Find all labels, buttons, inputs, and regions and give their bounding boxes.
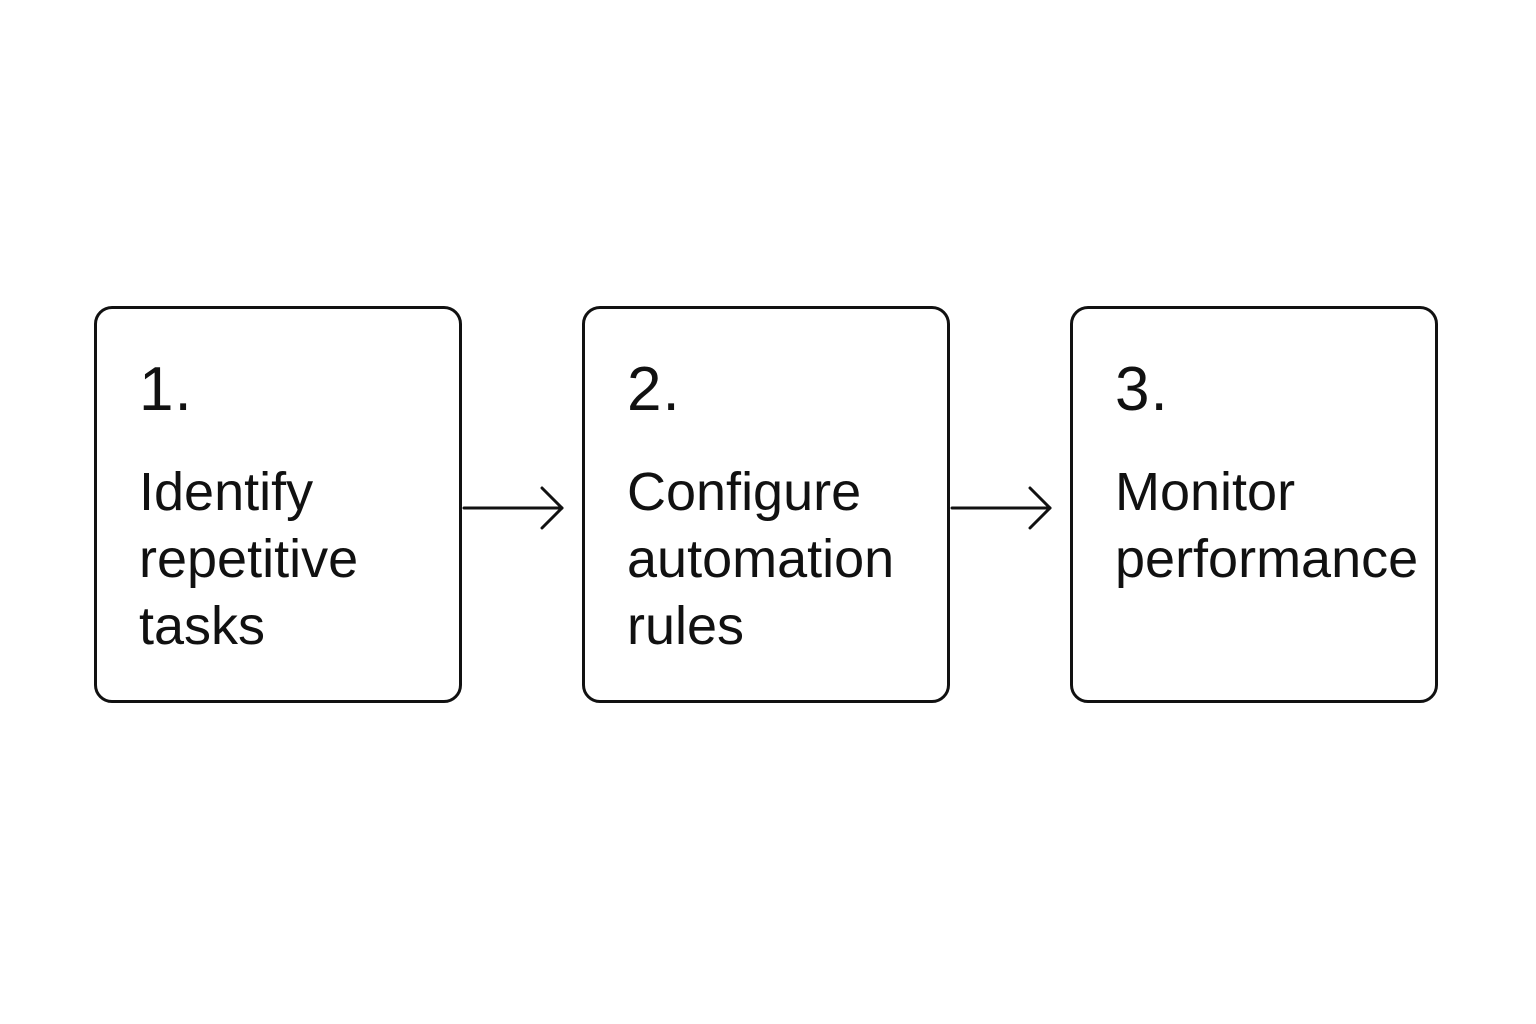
step-box-2: 2. Configure automation rules <box>582 306 950 703</box>
step-label-1: Identify repetitive tasks <box>139 462 359 656</box>
step-number-1: 1. <box>139 355 193 424</box>
step-label-3: Monitor performance <box>1115 462 1419 589</box>
step-number-2: 2. <box>627 355 681 424</box>
step-number-3: 3. <box>1115 355 1169 424</box>
step-box-3: 3. Monitor performance <box>1070 306 1438 703</box>
arrow-right-icon <box>950 486 1052 530</box>
arrow-right-icon <box>462 486 564 530</box>
step-box-1: 1. Identify repetitive tasks <box>94 306 462 703</box>
step-label-2: Configure automation rules <box>627 462 895 656</box>
